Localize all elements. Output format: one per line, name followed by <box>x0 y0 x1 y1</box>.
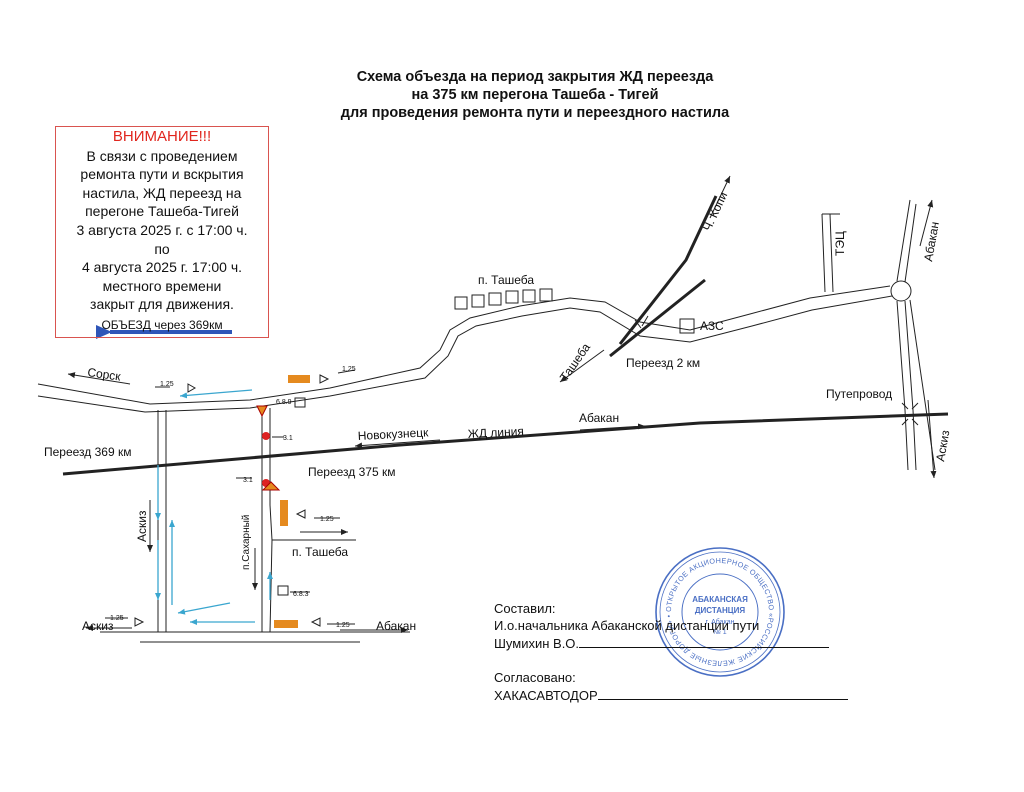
map-title: Схема объезда на период закрытия ЖД пере… <box>300 68 770 122</box>
svg-text:1.25: 1.25 <box>336 622 350 629</box>
label-askiz-vertical: Аскиз <box>135 510 149 542</box>
arrow-ch-kopi <box>709 175 731 219</box>
label-ch-kopi: Ч. Копи <box>700 190 730 234</box>
roadwork-sign <box>261 481 281 491</box>
roundabout <box>890 280 912 302</box>
sign-1-25-sorsk: 1.25 <box>155 381 197 393</box>
label-sorsk: Сорск <box>87 365 123 384</box>
warning-sign <box>256 405 268 418</box>
svg-text:1.25: 1.25 <box>110 615 124 622</box>
sign-orange-bottom <box>274 620 298 628</box>
closure-notice: ВНИМАНИЕ!!! В связи с проведением ремонт… <box>55 126 269 338</box>
no-entry-sign-1 <box>262 432 270 440</box>
label-askiz-east: Аскиз <box>933 429 952 463</box>
road-signs: 1.25 1.25 6.8.9 3.1 3.1 1.25 6.8.3 1.25 … <box>105 366 356 629</box>
svg-text:ДИСТАНЦИЯ: ДИСТАНЦИЯ <box>695 606 746 615</box>
arrow-abakan-ne <box>919 199 934 247</box>
detour-route <box>155 389 273 625</box>
arrow-sorsk <box>67 372 131 385</box>
svg-text:АБАКАНСКАЯ: АБАКАНСКАЯ <box>692 595 748 604</box>
notice-detour: ОБЪЕЗД через 369км <box>101 317 223 332</box>
arrow-novokuznetsk <box>354 439 441 449</box>
label-azs: АЗС <box>700 319 724 333</box>
label-overpass: Путепровод <box>826 387 892 401</box>
branch-rail <box>609 278 706 358</box>
title-line-1: Схема объезда на период закрытия ЖД пере… <box>356 69 714 85</box>
position-title: И.о.начальника Абаканской дистанции пути <box>494 618 760 633</box>
notice-heading: ВНИМАНИЕ!!! <box>110 128 214 147</box>
notice-line: перегоне Ташеба-Тигей <box>85 203 239 220</box>
askiz-road-369 <box>157 410 167 632</box>
arrow-askiz-east <box>927 399 937 479</box>
label-novokuznetsk: Новокузнецк <box>357 425 429 443</box>
main-road <box>37 285 893 413</box>
azs-icon <box>679 318 695 334</box>
label-crossing-375: Переезд 375 км <box>308 465 396 479</box>
agreed-org: ХАКАСАВТОДОР <box>494 688 598 703</box>
label-sakharny: п.Сахарный <box>241 515 252 570</box>
notice-line: по <box>154 240 170 257</box>
ch-kopi-road <box>618 195 718 345</box>
title-line-2: на 375 км перегона Ташеба - Тигей <box>411 87 659 103</box>
agreed-signature-line <box>597 686 848 700</box>
svg-text:г. Абакан: г. Абакан <box>706 618 735 626</box>
svg-text:3.1: 3.1 <box>243 477 253 484</box>
label-abakan-bottom: Абакан <box>376 619 416 633</box>
label-abakan-ne: Абакан <box>921 221 942 263</box>
notice-line: 3 августа 2025 г. с 17:00 ч. <box>76 221 248 238</box>
label-tasheba-village: п. Ташеба <box>478 273 534 287</box>
label-tasheba-lower: п. Ташеба <box>292 545 348 559</box>
label-crossing-369: Переезд 369 км <box>44 445 132 459</box>
composed-label: Составил: <box>494 601 556 616</box>
notice-line: настила, ЖД переезд на <box>82 184 242 201</box>
signature-block: Составил: И.о.начальника Абаканской дист… <box>494 600 848 704</box>
signer-name: Шумихин В.О. <box>494 636 580 651</box>
notice-line: В связи с проведением <box>86 147 238 164</box>
label-abakan-rail: Абакан <box>579 411 619 425</box>
title-line-3: для проведения ремонта пути и переездног… <box>340 105 730 121</box>
label-askiz-bottom: Аскиз <box>82 619 114 633</box>
svg-text:6.8.3: 6.8.3 <box>293 591 309 598</box>
sign-orange-top <box>288 375 310 383</box>
svg-text:1.25: 1.25 <box>342 366 356 373</box>
svg-text:1.25: 1.25 <box>160 381 174 388</box>
svg-text:№ 1: № 1 <box>713 629 726 636</box>
railway-line <box>62 412 949 476</box>
tasheba-houses <box>454 288 553 310</box>
bottom-road <box>100 631 410 643</box>
svg-text:1.25: 1.25 <box>320 516 334 523</box>
overpass-mark <box>901 402 919 426</box>
label-railway: ЖД линия <box>467 424 524 441</box>
svg-text:3.1: 3.1 <box>283 435 293 442</box>
signature-line <box>579 634 830 648</box>
svg-text:6.8.9: 6.8.9 <box>276 399 292 406</box>
arrow-tasheba <box>559 349 605 383</box>
label-tets: ТЭЦ <box>833 231 847 256</box>
sign-orange-vertical <box>280 500 288 526</box>
label-crossing-2km: Переезд 2 км <box>626 356 700 370</box>
notice-line: закрыт для движения. <box>90 296 234 313</box>
notice-line: местного времени <box>102 277 222 294</box>
agreed-label: Согласовано: <box>494 670 576 685</box>
notice-line: 4 августа 2025 г. 17:00 ч. <box>81 259 243 276</box>
tets-road <box>821 213 840 293</box>
sakharny-road-375 <box>261 408 356 633</box>
notice-line: ремонта пути и вскрытия <box>80 166 244 183</box>
arrow-abakan-rail <box>579 423 646 431</box>
crossing-2km-mark <box>634 315 649 329</box>
